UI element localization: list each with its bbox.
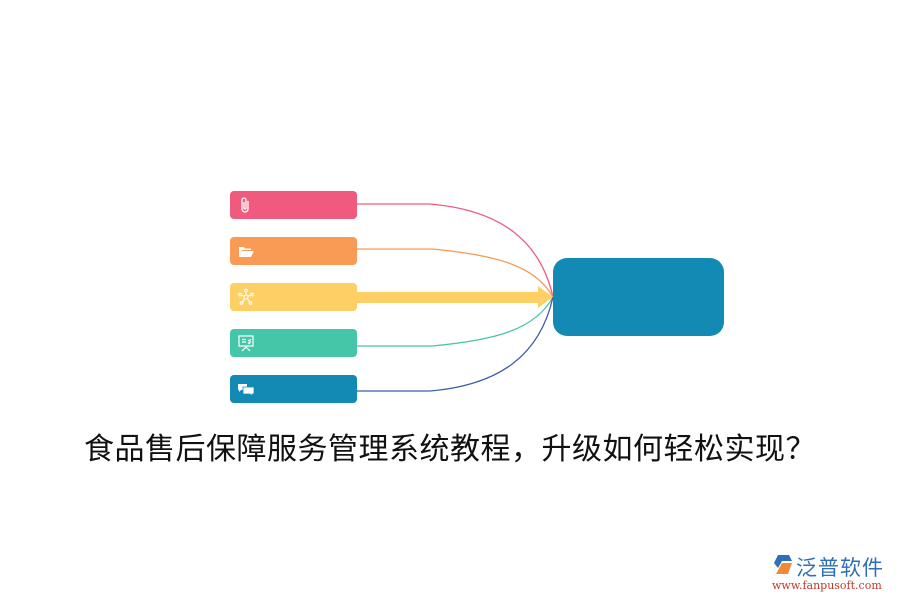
paperclip-icon: [241, 197, 249, 213]
diagram-node-chat: [230, 375, 357, 403]
logo-url-text: www.fanpusoft.com: [772, 579, 882, 592]
diagram-target-node: [553, 258, 724, 336]
diagram-node-paperclip: [230, 191, 357, 219]
logo-brand-text: 泛普软件: [796, 556, 884, 580]
chat-bubbles-icon: [238, 384, 255, 397]
diagram-node-network: [230, 283, 357, 311]
presentation-board-icon: [238, 335, 254, 352]
diagram-node-presentation: [230, 329, 357, 357]
logo-mark-icon: [774, 555, 792, 574]
network-icon: [238, 288, 254, 305]
page-title-caption: 食品售后保障服务管理系统教程，升级如何轻松实现？: [84, 432, 816, 467]
diagram-node-folder: [230, 237, 357, 265]
fanpusoft-logo: 泛普软件 www.fanpusoft.com: [766, 552, 896, 596]
folder-open-icon: [239, 247, 254, 257]
